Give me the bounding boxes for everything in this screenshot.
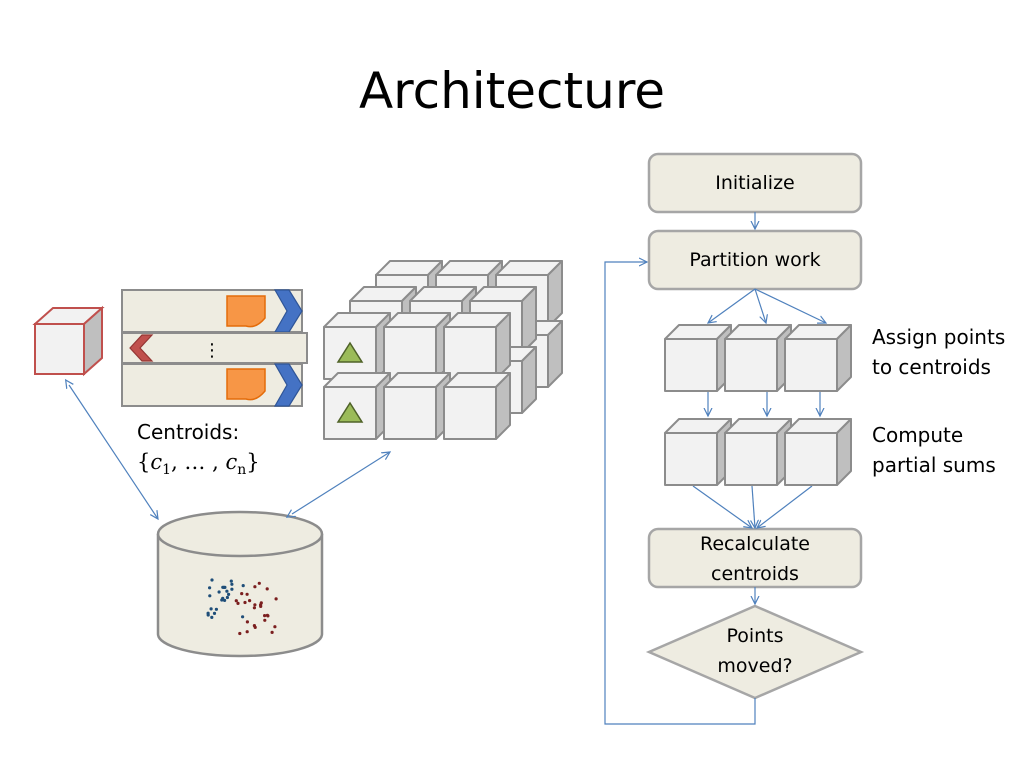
- compute-line1: Compute: [872, 423, 964, 447]
- set-close-brace: }: [246, 450, 260, 474]
- assign-line1: Assign points: [872, 325, 1006, 349]
- document-icon: [226, 368, 266, 401]
- recalculate-line2: centroids: [711, 563, 799, 585]
- red-data-point: [263, 618, 267, 622]
- red-data-point: [253, 603, 257, 607]
- chevron-left-icon: [129, 334, 154, 362]
- set-open-brace: {: [137, 450, 151, 474]
- cluster-cube: [323, 312, 391, 380]
- decision-line1: Points: [726, 625, 784, 647]
- blue-data-point: [227, 592, 231, 597]
- centroid-subscript-1: 1: [162, 462, 172, 479]
- red-data-point: [245, 592, 249, 596]
- cluster-cube: [443, 312, 511, 380]
- compute-partial-sums-label: Compute partial sums: [872, 420, 996, 480]
- initialize-label: Initialize: [715, 172, 795, 194]
- red-data-point: [240, 592, 244, 596]
- blue-data-point: [229, 579, 233, 583]
- recalculate-line1: Recalculate: [700, 533, 810, 555]
- centroid-symbol-1: c: [150, 450, 163, 474]
- blue-data-point: [210, 578, 214, 582]
- centroids-label: Centroids:: [137, 420, 240, 444]
- blue-data-point: [208, 586, 212, 590]
- bars-ellipsis: ⋮: [203, 340, 221, 361]
- red-data-point: [257, 581, 261, 585]
- compute-line2: partial sums: [872, 453, 996, 477]
- single-cube-icon: [32, 305, 105, 377]
- blue-data-point: [217, 590, 221, 594]
- data-points: [206, 578, 278, 636]
- red-data-point: [238, 631, 242, 636]
- points-moved-label: Points moved?: [649, 621, 861, 681]
- centroid-bar-middle: [121, 332, 308, 364]
- assign-cube: [724, 324, 792, 392]
- red-data-point: [265, 613, 269, 617]
- red-data-point: [274, 597, 278, 601]
- centroid-symbol-n: c: [225, 450, 238, 474]
- triangle-icon: [336, 341, 364, 363]
- database-cylinder-icon: [156, 510, 324, 658]
- blue-data-point: [208, 594, 212, 598]
- blue-data-point: [230, 582, 234, 586]
- cluster-cube: [323, 372, 391, 440]
- red-data-point: [243, 600, 247, 605]
- red-data-point: [245, 630, 249, 634]
- blue-data-point: [230, 587, 234, 591]
- flow-arrows: [604, 212, 826, 725]
- blue-data-point: [225, 589, 229, 593]
- red-data-point: [265, 587, 269, 591]
- blue-data-point: [210, 615, 214, 620]
- red-data-point: [263, 614, 267, 618]
- cluster-cube: [383, 372, 451, 440]
- connector-arrows: [69, 385, 390, 519]
- blue-data-point: [241, 615, 245, 619]
- decision-line2: moved?: [717, 655, 793, 677]
- partial-sum-cube: [784, 418, 852, 486]
- document-icon: [226, 295, 266, 328]
- blue-data-point: [209, 607, 213, 611]
- cluster-cube: [383, 312, 451, 380]
- centroid-bar-top: [121, 289, 303, 333]
- red-data-point: [236, 601, 240, 606]
- red-data-point: [253, 625, 257, 630]
- assign-points-label: Assign points to centroids: [872, 322, 1005, 382]
- red-data-point: [270, 630, 274, 635]
- cluster-cube: [443, 372, 511, 440]
- red-data-point: [252, 606, 256, 610]
- set-ellipsis: , … ,: [171, 450, 226, 474]
- recalculate-label: Recalculate centroids: [649, 529, 861, 589]
- red-data-point: [234, 599, 238, 603]
- triangle-icon: [336, 401, 364, 423]
- blue-data-point: [241, 584, 245, 588]
- partial-sum-cube: [724, 418, 792, 486]
- assign-line2: to centroids: [872, 355, 991, 379]
- blue-data-point: [212, 611, 217, 616]
- centroid-set: {c1, … , cn}: [137, 450, 260, 478]
- assign-cube: [784, 324, 852, 392]
- partition-work-label: Partition work: [689, 249, 821, 271]
- blue-data-point: [206, 613, 210, 617]
- red-data-point: [259, 604, 263, 609]
- red-data-point: [245, 620, 249, 624]
- chevron-right-icon: [273, 363, 303, 407]
- centroid-bar-bottom: [121, 363, 303, 407]
- flow-cubes: [664, 324, 852, 486]
- cube-cluster-icon: [323, 260, 563, 440]
- red-data-point: [253, 585, 257, 589]
- blue-data-point: [223, 598, 227, 603]
- assign-cube: [664, 324, 732, 392]
- blue-data-point: [214, 607, 218, 611]
- slide-title: Architecture: [358, 62, 666, 120]
- blue-data-point: [225, 595, 229, 600]
- blue-data-point: [220, 598, 224, 602]
- red-data-point: [248, 599, 252, 603]
- centroid-subscript-n: n: [237, 462, 247, 479]
- partial-sum-cube: [664, 418, 732, 486]
- red-data-point: [273, 625, 277, 629]
- blue-data-point: [222, 585, 226, 590]
